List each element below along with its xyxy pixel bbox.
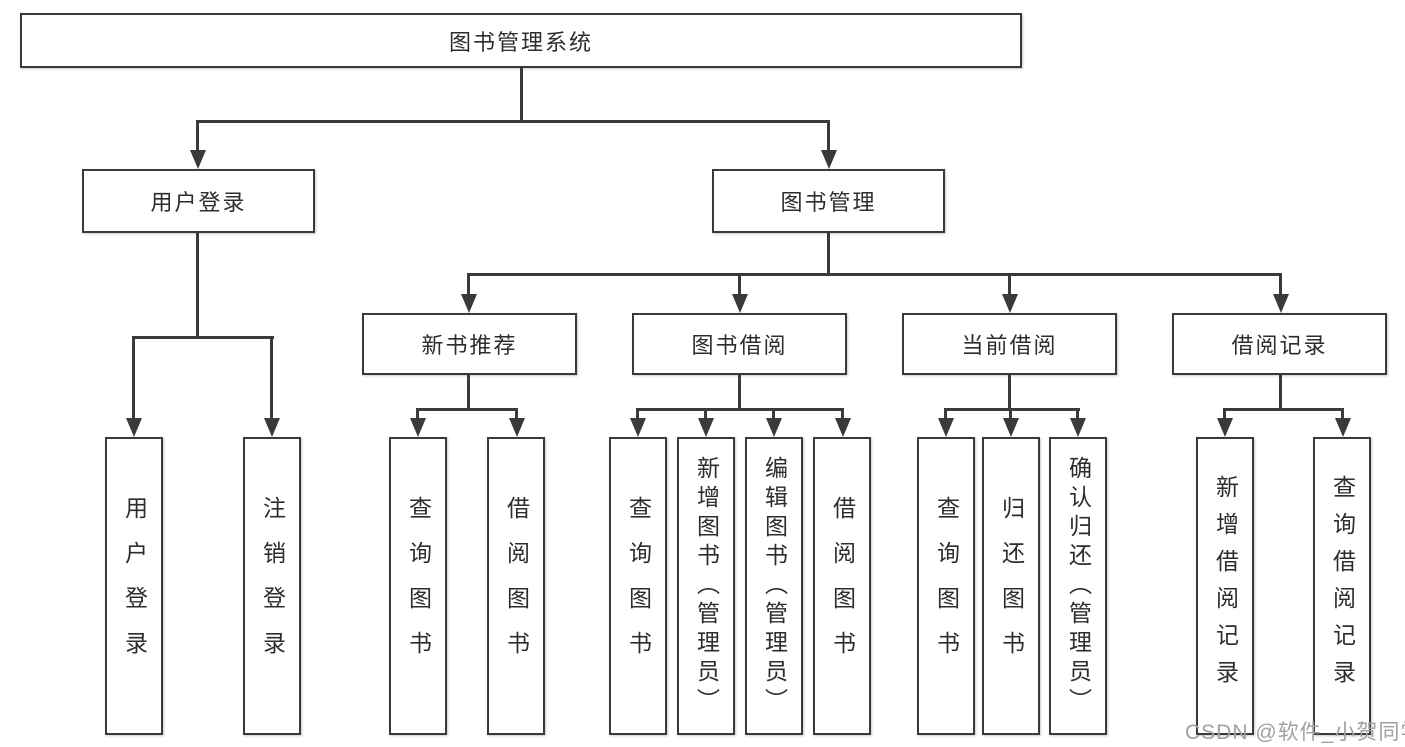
leaf-query-books-current-label: 查询图书 <box>933 496 960 676</box>
leaf-query-books-borrow: 查询图书 <box>609 437 667 735</box>
connector-book-management-bar <box>467 273 1282 276</box>
node-book-management: 图书管理 <box>712 169 945 233</box>
leaf-user-login: 用户登录 <box>105 437 163 735</box>
leaf-add-book-admin: 新增图书（管理员） <box>677 437 735 735</box>
arrow-to-new-book-recommend <box>467 273 470 294</box>
csdn-watermark: CSDN @软件_小贺同学 <box>1185 721 1405 744</box>
connector-user-login-stem <box>196 233 199 339</box>
leaf-confirm-return-admin: 确认归还（管理员） <box>1049 437 1107 735</box>
arrow-to-query-books-borrow <box>636 408 639 418</box>
leaf-return-book: 归还图书 <box>982 437 1040 735</box>
arrow-to-book-management <box>827 120 830 150</box>
connector-current-borrow-bar <box>944 408 1080 411</box>
connector-book-borrow-bar <box>636 408 844 411</box>
connector-borrow-records-stem <box>1279 375 1282 411</box>
node-book-borrow-label: 图书借阅 <box>691 333 788 358</box>
leaf-user-login-label: 用户登录 <box>121 496 148 676</box>
node-root: 图书管理系统 <box>20 13 1022 68</box>
connector-root-stem <box>520 68 523 123</box>
arrow-to-query-books-current <box>944 408 947 418</box>
leaf-add-borrow-record-label: 新增借阅记录 <box>1212 475 1239 697</box>
leaf-edit-book-admin: 编辑图书（管理员） <box>745 437 803 735</box>
leaf-logout: 注销登录 <box>243 437 301 735</box>
node-user-login: 用户登录 <box>82 169 315 233</box>
arrow-to-add-book-admin <box>704 408 707 418</box>
connector-new-book-bar <box>416 408 518 411</box>
arrow-to-borrow-books-recommend <box>515 408 518 418</box>
leaf-borrow-books-recommend: 借阅图书 <box>487 437 545 735</box>
leaf-query-books-recommend: 查询图书 <box>389 437 447 735</box>
connector-current-borrow-stem <box>1008 375 1011 411</box>
arrow-to-query-books-recommend <box>416 408 419 418</box>
leaf-borrow-books-label: 借阅图书 <box>829 496 856 676</box>
node-book-management-label: 图书管理 <box>780 190 877 215</box>
connector-borrow-records-bar <box>1223 408 1344 411</box>
leaf-query-books-current: 查询图书 <box>917 437 975 735</box>
leaf-confirm-return-admin-label: 确认归还（管理员） <box>1065 455 1092 717</box>
leaf-return-book-label: 归还图书 <box>998 496 1025 676</box>
arrow-to-leaf-user-login <box>132 336 135 418</box>
arrow-to-user-login <box>196 120 199 150</box>
node-borrow-records: 借阅记录 <box>1172 313 1387 375</box>
connector-book-management-stem <box>827 233 830 276</box>
leaf-borrow-books-recommend-label: 借阅图书 <box>503 496 530 676</box>
node-new-book-recommend: 新书推荐 <box>362 313 577 375</box>
connector-new-book-stem <box>467 375 470 411</box>
arrow-to-edit-book-admin <box>772 408 775 418</box>
leaf-add-book-admin-label: 新增图书（管理员） <box>693 455 720 717</box>
leaf-add-borrow-record: 新增借阅记录 <box>1196 437 1254 735</box>
node-current-borrow-label: 当前借阅 <box>961 333 1058 358</box>
leaf-edit-book-admin-label: 编辑图书（管理员） <box>761 455 788 717</box>
leaf-query-books-borrow-label: 查询图书 <box>625 496 652 676</box>
arrow-to-borrow-books <box>841 408 844 418</box>
connector-book-borrow-stem <box>738 375 741 411</box>
node-root-label: 图书管理系统 <box>448 29 593 55</box>
arrow-to-leaf-logout <box>270 336 273 418</box>
arrow-to-add-borrow-record <box>1223 408 1226 418</box>
arrow-to-query-borrow-record <box>1341 408 1344 418</box>
node-new-book-recommend-label: 新书推荐 <box>421 333 518 358</box>
arrow-to-return-book <box>1009 408 1012 418</box>
leaf-query-borrow-record: 查询借阅记录 <box>1313 437 1371 735</box>
arrow-to-current-borrow <box>1008 273 1011 294</box>
connector-user-login-bar <box>132 336 274 339</box>
leaf-query-borrow-record-label: 查询借阅记录 <box>1329 475 1356 697</box>
node-book-borrow: 图书借阅 <box>632 313 847 375</box>
leaf-borrow-books: 借阅图书 <box>813 437 871 735</box>
leaf-logout-label: 注销登录 <box>259 496 286 676</box>
arrow-to-borrow-records <box>1279 273 1282 294</box>
leaf-query-books-recommend-label: 查询图书 <box>405 496 432 676</box>
arrow-to-book-borrow <box>738 273 741 294</box>
arrow-to-confirm-return-admin <box>1076 408 1079 418</box>
node-current-borrow: 当前借阅 <box>902 313 1117 375</box>
connector-root-bar <box>196 120 830 123</box>
node-borrow-records-label: 借阅记录 <box>1231 333 1328 358</box>
node-user-login-label: 用户登录 <box>150 190 247 215</box>
